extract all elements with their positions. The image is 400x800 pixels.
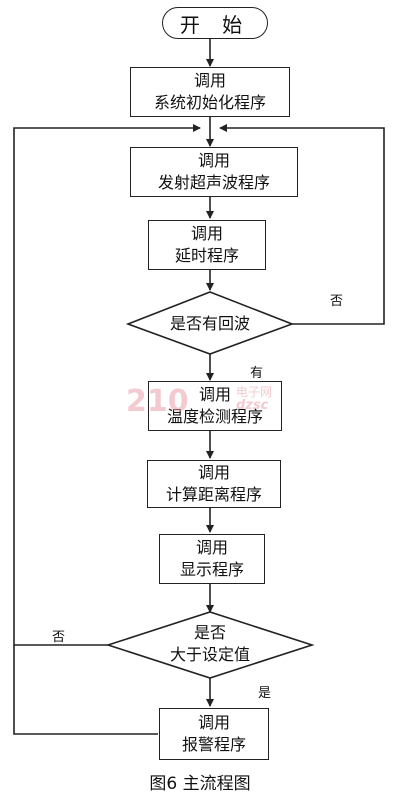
threshold-decision-text: 是否 大于设定值 <box>140 622 280 666</box>
temperature-line2: 温度检测程序 <box>166 407 263 426</box>
threshold-yes-label: 是 <box>258 686 272 701</box>
threshold-line2: 大于设定值 <box>169 645 250 664</box>
distance-process-box: 调用 计算距离程序 <box>147 460 281 508</box>
distance-line1: 调用 <box>197 463 230 482</box>
loop-alarm-return <box>13 645 158 735</box>
watermark-logo-number: 210 <box>126 384 189 419</box>
echo-no-label: 否 <box>330 294 344 309</box>
init-line1: 调用 <box>193 71 226 90</box>
start-label: 开 始 <box>179 12 251 37</box>
delay-line2: 延时程序 <box>174 246 239 265</box>
echo-yes-label: 有 <box>250 366 264 381</box>
display-process-box: 调用 显示程序 <box>159 534 265 584</box>
figure-caption: 图6 主流程图 <box>149 774 251 794</box>
init-process-box: 调用 系统初始化程序 <box>130 67 290 117</box>
ultrasonic-line2: 发射超声波程序 <box>157 173 270 192</box>
temperature-process-box: 调用 温度检测程序 <box>148 381 282 431</box>
watermark-logo-text-cn: 电子网 <box>236 385 273 399</box>
alarm-line2: 报警程序 <box>181 735 246 754</box>
echo-decision-text: 是否有回波 <box>169 314 250 333</box>
ultrasonic-process-box: 调用 发射超声波程序 <box>130 147 298 197</box>
echo-decision-diamond <box>125 291 295 355</box>
display-line2: 显示程序 <box>179 560 244 579</box>
temperature-line1: 调用 <box>198 385 231 404</box>
delay-process-box: 调用 延时程序 <box>148 220 266 270</box>
threshold-decision-diamond <box>105 611 315 679</box>
threshold-line1: 是否 <box>193 623 226 642</box>
loop-threshold-no <box>13 124 201 646</box>
alarm-process-box: 调用 报警程序 <box>159 708 269 760</box>
delay-line1: 调用 <box>190 224 223 243</box>
start-terminator: 开 始 <box>162 7 268 39</box>
init-line2: 系统初始化程序 <box>153 93 266 112</box>
loop-echo-no <box>219 124 385 325</box>
display-line1: 调用 <box>195 538 228 557</box>
ultrasonic-line1: 调用 <box>197 151 230 170</box>
alarm-line1: 调用 <box>197 713 230 732</box>
distance-line2: 计算距离程序 <box>165 485 262 504</box>
watermark-logo-text-en: dzsc <box>236 398 269 413</box>
threshold-no-label: 否 <box>52 630 66 645</box>
